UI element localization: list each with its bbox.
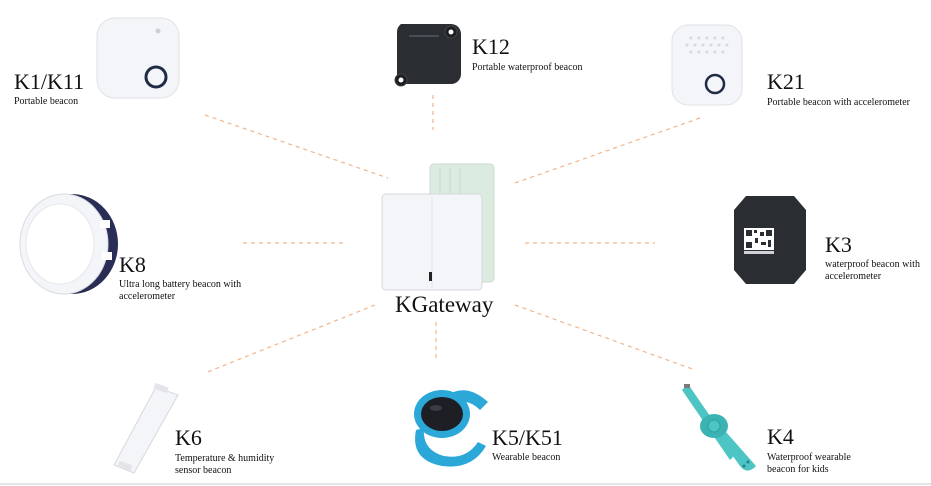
long-stick-sensor-icon	[113, 383, 179, 474]
device-desc-k21: Portable beacon with accelerometer	[767, 97, 910, 108]
connector-k1k11	[204, 114, 389, 179]
device-desc-k12: Portable waterproof beacon	[472, 62, 583, 73]
device-desc-k6: Temperature & humidity sensor beacon	[175, 453, 275, 476]
device-desc-k4: Waterproof wearable beacon for kids	[767, 452, 851, 475]
bottom-divider	[0, 483, 931, 485]
white-square-tag-icon	[96, 17, 180, 99]
connector-k21	[514, 117, 701, 184]
wristband-icon	[414, 390, 488, 467]
device-name-k1k11: K1/K11	[14, 69, 85, 94]
kids-wristband-icon	[682, 384, 756, 471]
connector-k6	[204, 304, 376, 374]
white-perforated-tag-icon	[671, 24, 743, 106]
device-name-k5k51: K5/K51	[492, 425, 563, 450]
device-name-k3: K3	[825, 232, 852, 257]
device-name-k4: K4	[767, 424, 794, 449]
gateway-label: KGateway	[395, 292, 494, 317]
device-name-k6: K6	[175, 425, 202, 450]
connector-k4	[514, 304, 696, 371]
device-name-k21: K21	[767, 69, 805, 94]
device-desc-k3: waterproof beacon with accelerometer	[825, 259, 920, 282]
device-desc-k8: Ultra long battery beacon with accelerom…	[119, 279, 242, 302]
device-desc-k5k51: Wearable beacon	[492, 452, 561, 463]
device-name-k8: K8	[119, 252, 146, 277]
device-desc-k1k11: Portable beacon	[14, 96, 79, 107]
black-rugged-tag-icon	[394, 24, 461, 87]
device-name-k12: K12	[472, 34, 510, 59]
gateway-device-icon	[381, 163, 495, 291]
round-puck-beacon-icon	[19, 193, 118, 295]
black-cube-qr-beacon-icon	[734, 196, 806, 284]
